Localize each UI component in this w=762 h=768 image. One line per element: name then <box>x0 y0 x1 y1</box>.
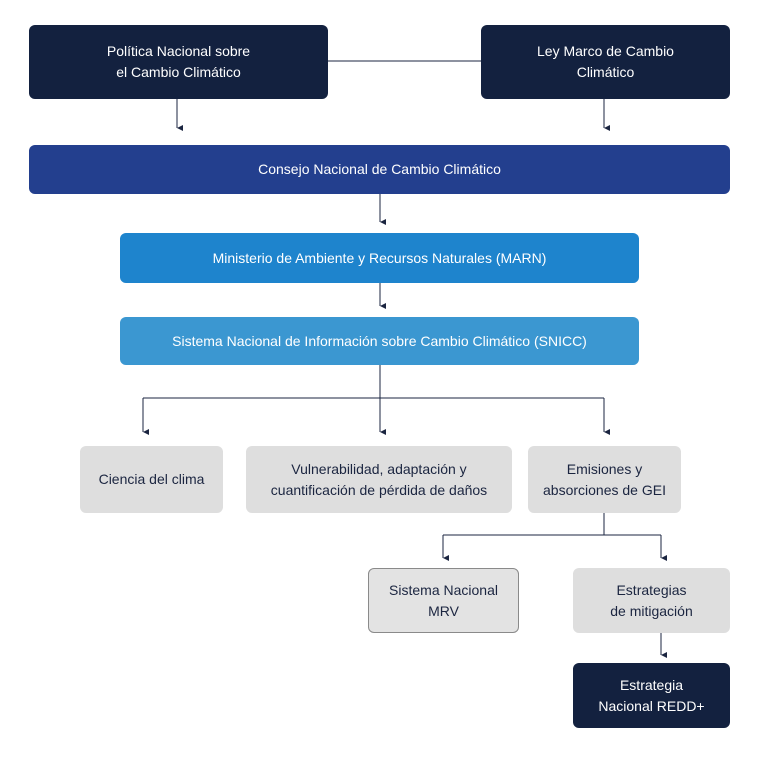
node-label: Estrategias de mitigación <box>610 581 693 619</box>
node-label: Política Nacional sobre el Cambio Climát… <box>106 43 251 80</box>
node-politica-nacional: Política Nacional sobre el Cambio Climát… <box>29 25 328 99</box>
node-marn: Ministerio de Ambiente y Recursos Natura… <box>120 233 639 283</box>
node-label: Estrategia Nacional REDD+ <box>598 676 705 714</box>
node-estrategia-redd: Estrategia Nacional REDD+ <box>573 663 730 728</box>
node-label: Emisiones y absorciones de GEI <box>543 460 666 498</box>
node-consejo-nacional: Consejo Nacional de Cambio Climático <box>29 145 730 194</box>
node-label: Sistema Nacional MRV <box>389 581 498 619</box>
node-ley-marco: Ley Marco de Cambio Climático <box>481 25 730 99</box>
node-label: Ciencia del clima <box>98 471 205 487</box>
node-snicc: Sistema Nacional de Información sobre Ca… <box>120 317 639 365</box>
node-estrategias-mitigacion: Estrategias de mitigación <box>573 568 730 633</box>
node-label: Ministerio de Ambiente y Recursos Natura… <box>212 249 547 266</box>
node-label: Ley Marco de Cambio Climático <box>537 43 674 80</box>
node-emisiones: Emisiones y absorciones de GEI <box>528 446 681 513</box>
node-label: Consejo Nacional de Cambio Climático <box>258 161 501 177</box>
node-label: Vulnerabilidad, adaptación y cuantificac… <box>270 460 488 498</box>
node-sistema-mrv: Sistema Nacional MRV <box>368 568 519 633</box>
node-ciencia-clima: Ciencia del clima <box>80 446 223 513</box>
node-label: Sistema Nacional de Información sobre Ca… <box>172 332 587 349</box>
node-vulnerabilidad: Vulnerabilidad, adaptación y cuantificac… <box>246 446 512 513</box>
